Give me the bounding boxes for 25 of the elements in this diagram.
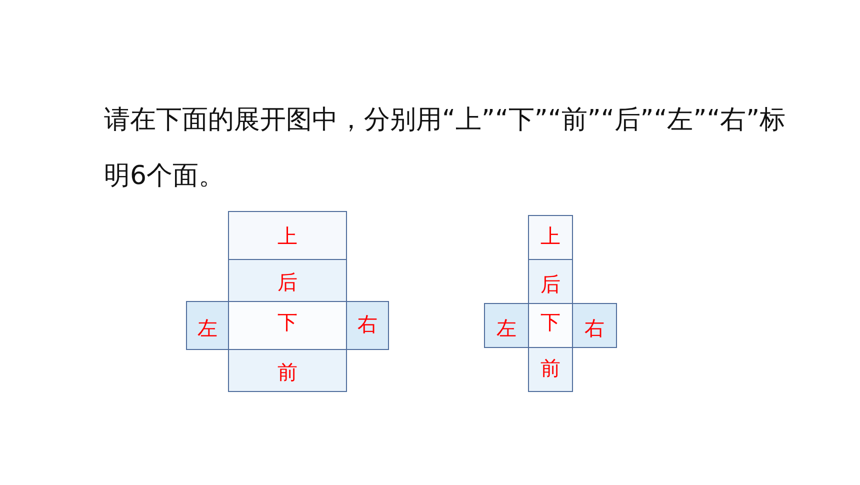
net-face xyxy=(528,347,573,392)
face-label: 前 xyxy=(278,362,298,386)
face-label: 右 xyxy=(584,318,604,342)
face-label: 右 xyxy=(358,314,378,338)
face-label: 下 xyxy=(540,312,560,336)
net-face xyxy=(572,303,617,348)
net-face xyxy=(228,301,347,350)
net-face xyxy=(528,215,573,260)
net-face xyxy=(484,303,529,348)
face-label: 后 xyxy=(540,274,560,298)
face-label: 上 xyxy=(540,226,560,250)
net-face xyxy=(528,259,573,304)
face-label: 下 xyxy=(278,312,298,336)
face-label: 后 xyxy=(278,272,298,296)
net-face xyxy=(228,349,347,392)
face-label: 上 xyxy=(278,226,298,250)
net-face xyxy=(186,301,229,350)
net-face xyxy=(228,211,347,260)
face-label: 左 xyxy=(496,318,516,342)
net-face xyxy=(346,301,389,350)
face-label: 左 xyxy=(198,318,218,342)
instruction-text: 请在下面的展开图中，分别用“上”“下”“前”“后”“左”“右”标明6个面。 xyxy=(104,104,787,193)
net-face xyxy=(528,303,573,348)
net-face xyxy=(228,259,347,302)
face-label: 前 xyxy=(540,358,560,382)
